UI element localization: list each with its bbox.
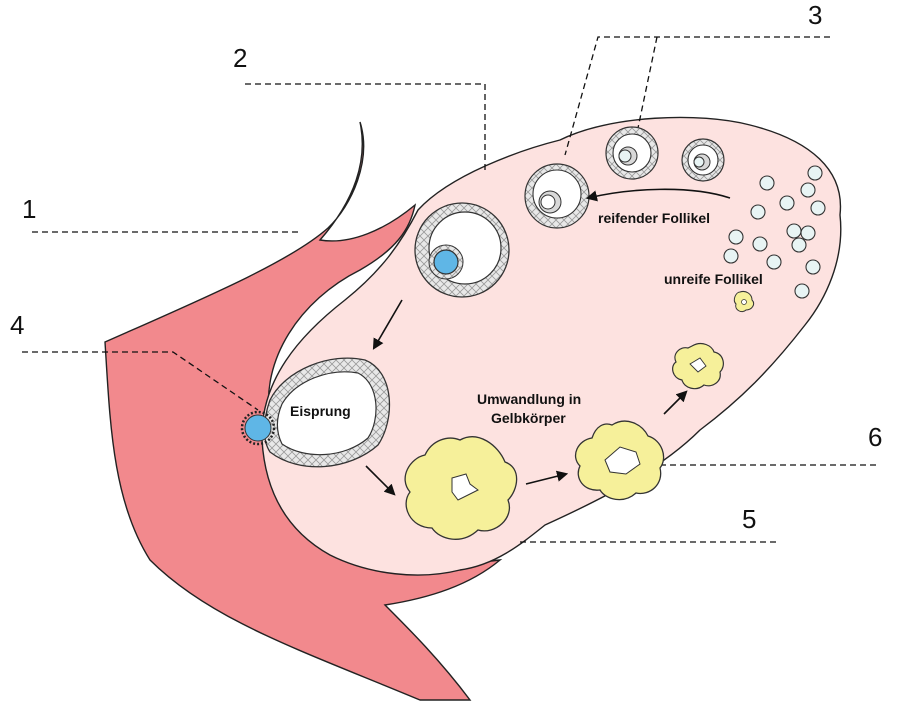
corpus-luteum-middle bbox=[575, 420, 665, 501]
label-umwandlung-line2: Gelbkörper bbox=[491, 410, 566, 426]
label-number-2: 2 bbox=[233, 43, 247, 73]
leader-line-4 bbox=[22, 351, 259, 411]
arrow-to-corpus-luteum bbox=[365, 465, 396, 496]
label-number-4: 4 bbox=[10, 310, 24, 340]
label-number-3: 3 bbox=[808, 0, 822, 30]
label-number-5: 5 bbox=[742, 504, 756, 534]
released-egg bbox=[240, 410, 276, 446]
ruptured-follicle bbox=[263, 357, 391, 468]
growing-follicle-large bbox=[524, 163, 590, 229]
leader-line-3a bbox=[564, 36, 830, 156]
corpus-luteum-early bbox=[404, 436, 518, 540]
immature-follicles bbox=[723, 165, 826, 299]
arrow-to-ovulation bbox=[372, 299, 403, 350]
label-number-6: 6 bbox=[868, 422, 882, 452]
mature-follicle bbox=[414, 202, 510, 298]
corpus-albicans-small bbox=[733, 291, 755, 313]
growing-follicle-medium bbox=[605, 126, 659, 180]
arrow-to-mature bbox=[585, 188, 731, 202]
arrow-luteum-growth bbox=[525, 470, 569, 485]
label-umwandlung-line1: Umwandlung in bbox=[477, 391, 581, 407]
leader-line-3b bbox=[637, 36, 658, 129]
growing-follicle-small bbox=[681, 138, 725, 182]
arrow-luteum-regression bbox=[663, 390, 688, 415]
label-unreife-follikel: unreife Follikel bbox=[664, 271, 763, 287]
corpus-luteum-late bbox=[672, 342, 724, 390]
label-reifender-follikel: reifender Follikel bbox=[598, 210, 710, 226]
label-number-1: 1 bbox=[22, 194, 36, 224]
leader-line-2 bbox=[245, 83, 486, 170]
label-eisprung: Eisprung bbox=[290, 403, 351, 419]
